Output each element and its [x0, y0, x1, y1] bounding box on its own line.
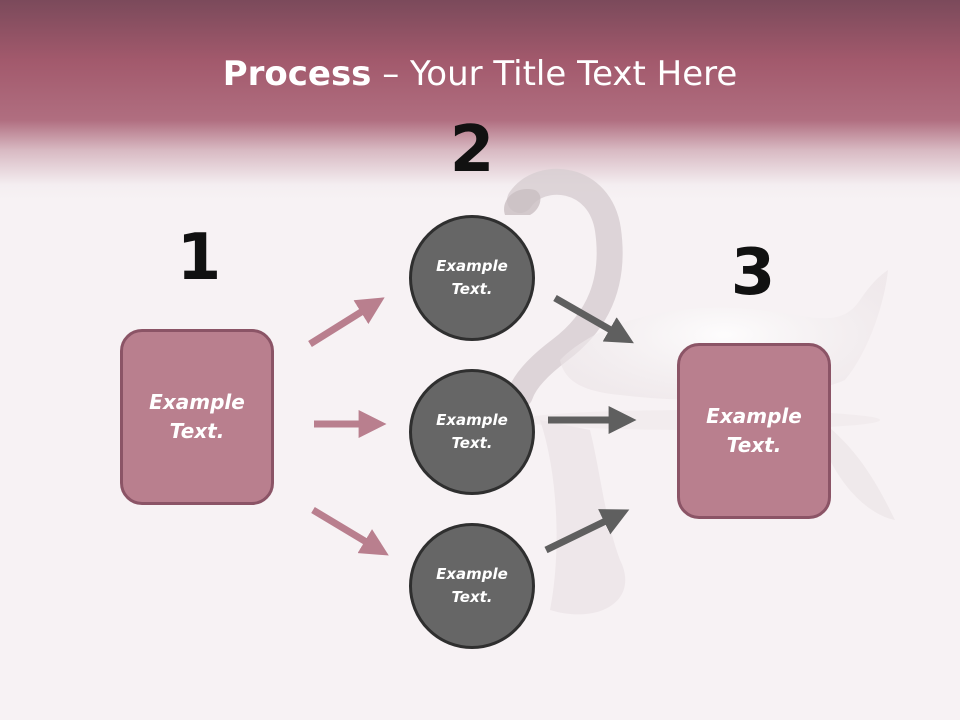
- title-rest: – Your Title Text Here: [371, 54, 738, 94]
- right-process-box: Example Text.: [677, 343, 831, 519]
- circle-middle-line-2: Text.: [451, 434, 493, 452]
- circle-middle-line-1: Example: [436, 411, 508, 429]
- left-process-box: Example Text.: [120, 329, 274, 505]
- title-bold: Process: [222, 54, 372, 94]
- header-band: [0, 0, 960, 200]
- left-box-line-1: Example: [149, 390, 245, 414]
- process-circle-bottom: Example Text.: [409, 523, 535, 649]
- step-number-3: 3: [730, 236, 776, 310]
- process-circle-top: Example Text.: [409, 215, 535, 341]
- arrow-to-top-circle: [308, 297, 385, 347]
- circle-bottom-line-2: Text.: [451, 588, 493, 606]
- left-box-line-2: Text.: [169, 419, 225, 443]
- step-number-2: 2: [449, 113, 495, 187]
- arrow-bottom-circle-to-box: [544, 509, 630, 554]
- process-circle-middle: Example Text.: [409, 369, 535, 495]
- arrow-top-circle-to-box: [553, 294, 634, 344]
- right-box-line-1: Example: [706, 404, 802, 428]
- slide-title: Process – Your Title Text Here: [0, 52, 960, 96]
- arrow-to-bottom-circle: [311, 506, 389, 556]
- right-box-line-2: Text.: [726, 433, 782, 457]
- circle-top-line-2: Text.: [451, 280, 493, 298]
- step-number-1: 1: [176, 221, 222, 295]
- circle-top-line-1: Example: [436, 257, 508, 275]
- circle-bottom-line-1: Example: [436, 565, 508, 583]
